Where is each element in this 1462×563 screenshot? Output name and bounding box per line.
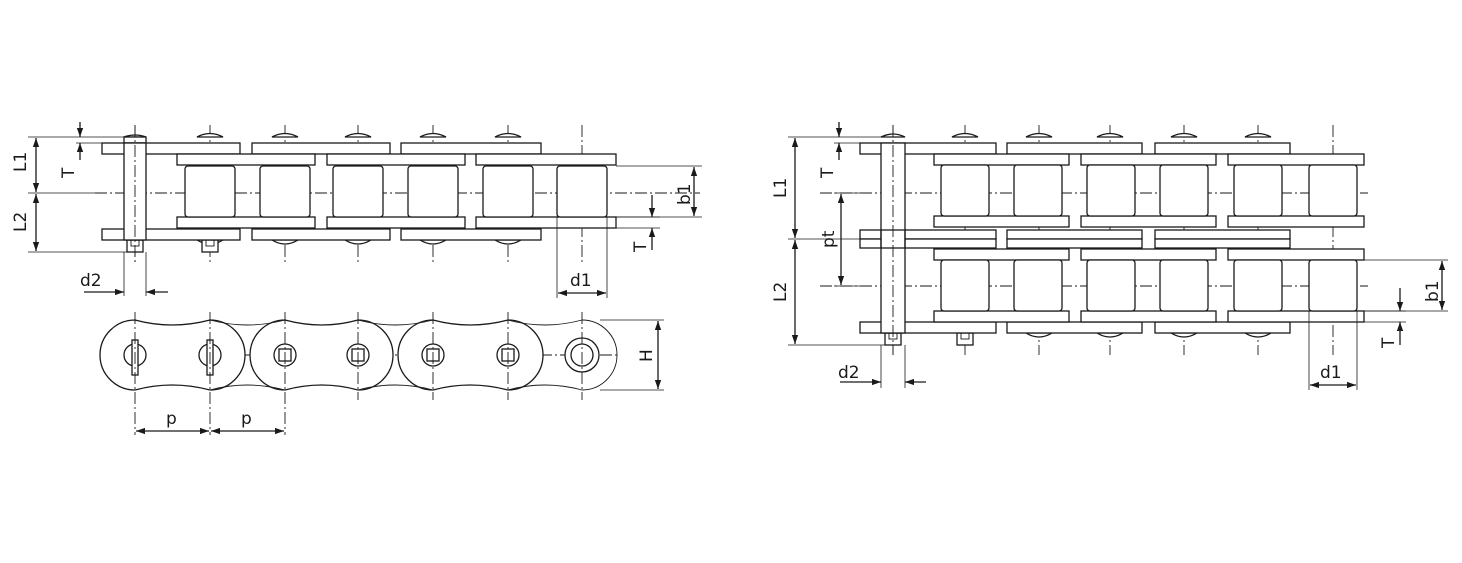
duplex-label-t-bottom: T xyxy=(1379,337,1399,349)
duplex-outer-plates xyxy=(859,142,1291,334)
duplex-dimension-l1-l2: L1 L2 xyxy=(771,136,885,346)
dimension-d1: d1 xyxy=(556,217,608,298)
duplex-label-t-top: T xyxy=(818,167,838,179)
label-l1: L1 xyxy=(11,152,31,172)
label-p-1: p xyxy=(166,409,177,429)
duplex-rollers xyxy=(940,164,1358,312)
label-t-bottom: T xyxy=(631,241,651,253)
duplex-label-l1: L1 xyxy=(771,178,791,198)
duplex-inner-plates xyxy=(933,153,1365,323)
label-t-top: T xyxy=(59,167,79,179)
dimension-t-top: T xyxy=(59,122,102,179)
simplex-chain-side-view: H p p xyxy=(99,312,664,435)
dimension-pitch: p p xyxy=(136,409,284,435)
dimension-d2: d2 xyxy=(80,252,168,296)
label-h: H xyxy=(637,349,657,362)
duplex-chain-top-view: L1 L2 T pt b1 T xyxy=(771,122,1448,390)
label-d2: d2 xyxy=(80,271,102,291)
side-view-centerlines xyxy=(134,312,583,435)
duplex-dimension-t-top: T xyxy=(818,122,860,179)
rollers xyxy=(184,165,608,218)
duplex-label-b1: b1 xyxy=(1423,280,1443,302)
label-d1: d1 xyxy=(570,271,592,291)
duplex-label-d2: d2 xyxy=(838,363,860,383)
label-b1: b1 xyxy=(675,183,695,205)
duplex-label-l2: L2 xyxy=(771,282,791,302)
label-l2: L2 xyxy=(11,212,31,232)
label-p-2: p xyxy=(241,409,252,429)
duplex-dimension-b1: b1 xyxy=(1364,259,1448,312)
inner-plates xyxy=(176,153,617,229)
duplex-dimension-d1: d1 xyxy=(1308,311,1358,390)
duplex-dimension-pt: pt xyxy=(819,192,860,287)
duplex-dimension-t-bottom: T xyxy=(1364,288,1406,349)
dimension-h: H xyxy=(600,319,664,391)
outer-plates xyxy=(101,142,542,241)
duplex-pin-heads xyxy=(880,132,1274,346)
duplex-dimension-d2: d2 xyxy=(838,345,926,388)
dimension-b1: b1 xyxy=(616,165,702,218)
dimension-t-bottom: T xyxy=(616,195,660,253)
duplex-label-d1: d1 xyxy=(1320,363,1342,383)
dimension-l1-l2: L1 L2 xyxy=(11,136,127,253)
duplex-label-pt: pt xyxy=(819,230,839,248)
simplex-chain-top-view: L1 L2 T b1 T xyxy=(11,122,702,298)
